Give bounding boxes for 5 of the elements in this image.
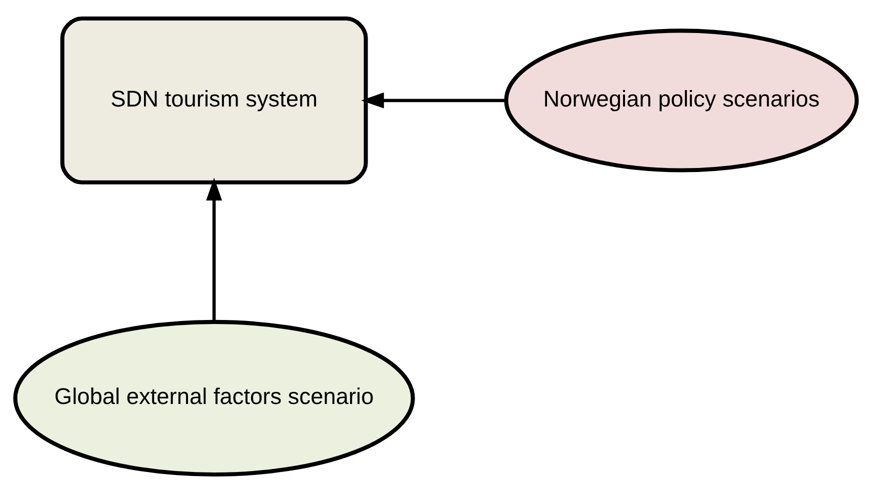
node-ellipse: Global external factors scenario — [13, 319, 415, 476]
node-ellipse: Norwegian policy scenarios — [504, 28, 859, 172]
node-box: SDN tourism system — [60, 16, 368, 184]
arrow — [361, 92, 506, 108]
arrow — [206, 177, 222, 322]
